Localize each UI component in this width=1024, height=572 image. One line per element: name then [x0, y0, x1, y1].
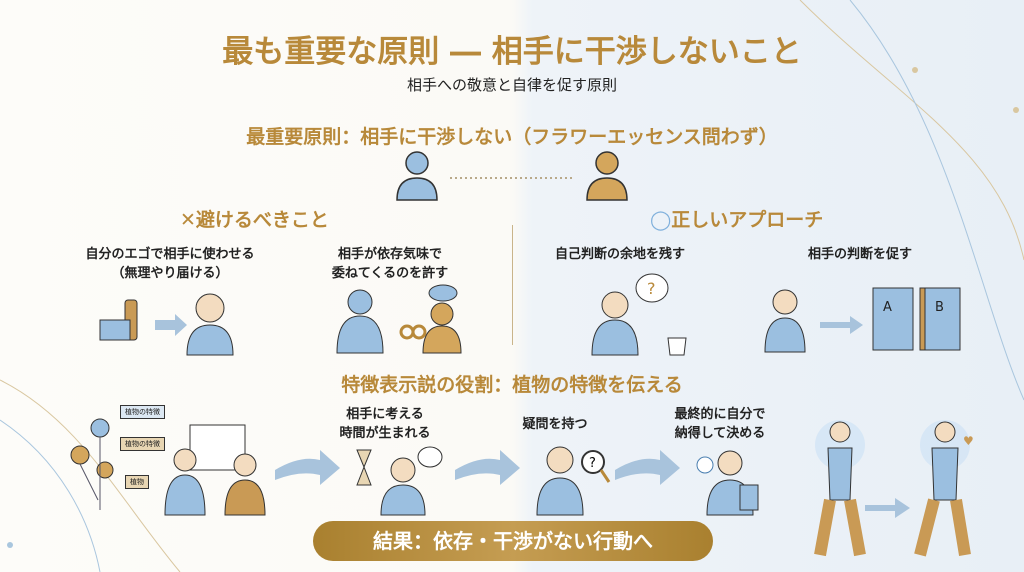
decided-woman-illustration	[696, 450, 759, 516]
correct-heading: ◯正しいアプローチ	[650, 209, 824, 231]
flower-explanation-illustration	[70, 418, 266, 516]
dependence-chain-illustration	[336, 284, 462, 354]
page-title: 最も重要な原則 ― 相手に干渉しないこと	[222, 34, 802, 70]
step-3-label: 最終的に自分で納得して決める	[674, 407, 766, 441]
svg-text:?: ?	[589, 456, 596, 471]
dropper-person-illustration	[99, 293, 234, 356]
thinking-woman-illustration: ?	[591, 273, 687, 356]
x-mark-icon: ✕	[180, 209, 196, 231]
step-2-label: 疑問を持つ	[522, 417, 588, 432]
avoid-heading: ✕避けるべきこと	[180, 209, 329, 231]
svg-text:?: ?	[647, 279, 656, 298]
walking-people-illustration: ♥	[814, 420, 974, 557]
thinking-hourglass-illustration	[356, 446, 443, 516]
section-divider	[512, 225, 513, 345]
result-banner: 結果：依存・干渉がない行動へ	[313, 521, 713, 561]
tag-label-2: 植物の特徴	[120, 437, 165, 451]
tag-label-3: 植物	[125, 475, 149, 489]
two-people-icon	[396, 151, 628, 201]
tag-label-1: 植物の特徴	[120, 405, 165, 419]
page-subtitle: 相手への敬意と自律を促す原則	[406, 76, 617, 94]
role-heading: 特徴表示説の役割：植物の特徴を伝える	[341, 374, 683, 396]
door-b-label: B	[935, 300, 944, 315]
avoid-item-2: 相手が依存気味で委ねてくるのを許す	[331, 247, 449, 281]
question-magnifier-illustration: ?	[536, 446, 611, 516]
decision-doors-illustration	[764, 287, 961, 353]
principle-heading: 最重要原則：相手に干渉しない（フラワーエッセンス問わず）	[246, 126, 778, 148]
correct-item-2: 相手の判断を促す	[807, 247, 912, 262]
circle-icon: ◯	[650, 209, 672, 231]
step-1-label: 相手に考える時間が生まれる	[339, 407, 431, 441]
door-a-label: A	[883, 300, 892, 315]
correct-item-1: 自己判断の余地を残す	[554, 247, 685, 262]
avoid-item-1: 自分のエゴで相手に使わせる（無理やり届ける）	[85, 247, 255, 281]
svg-text:♥: ♥	[963, 434, 974, 448]
